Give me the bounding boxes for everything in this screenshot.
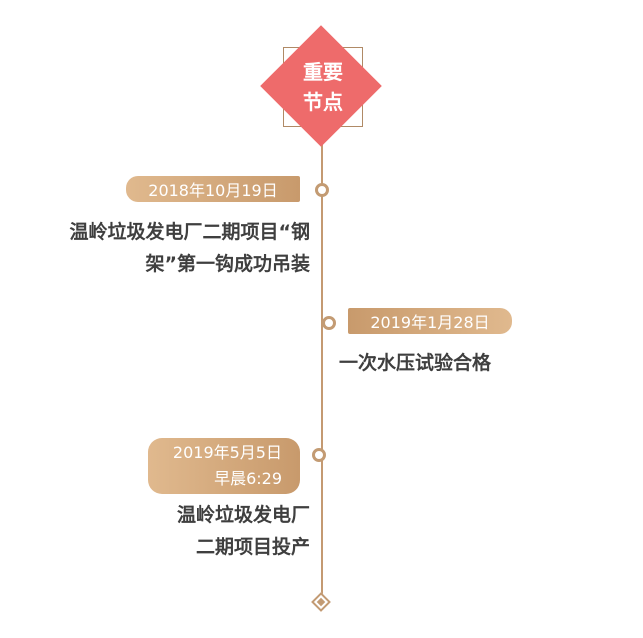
event-3-line2: 二期项目投产	[195, 536, 310, 558]
header-title-line2: 节点	[303, 90, 343, 114]
event-1-line1: 温岭垃圾发电厂二期项目“钢	[69, 221, 311, 243]
timeline-dot-2	[322, 316, 336, 330]
event-3-date: 2019年5月5日	[172, 443, 282, 462]
event-3-line1: 温岭垃圾发电厂	[176, 504, 310, 526]
event-2-description: 一次水压试验合格	[339, 347, 599, 379]
event-2-date: 2019年1月28日	[348, 308, 512, 334]
header-title: 重要 节点	[280, 55, 366, 119]
event-3-time: 早晨6:29	[214, 469, 282, 488]
event-1-date: 2018年10月19日	[126, 176, 300, 202]
timeline-dot-1	[315, 183, 329, 197]
timeline-dot-3	[312, 448, 326, 462]
event-3-date-block: 2019年5月5日 早晨6:29	[148, 438, 300, 494]
event-1-description: 温岭垃圾发电厂二期项目“钢 架”第一钩成功吊装	[20, 216, 311, 280]
event-1-line2: 架”第一钩成功吊装	[145, 253, 311, 275]
header-title-line1: 重要	[303, 60, 343, 84]
event-3-description: 温岭垃圾发电厂 二期项目投产	[80, 499, 310, 563]
event-2-line1: 一次水压试验合格	[339, 352, 492, 374]
timeline-axis	[321, 140, 323, 595]
